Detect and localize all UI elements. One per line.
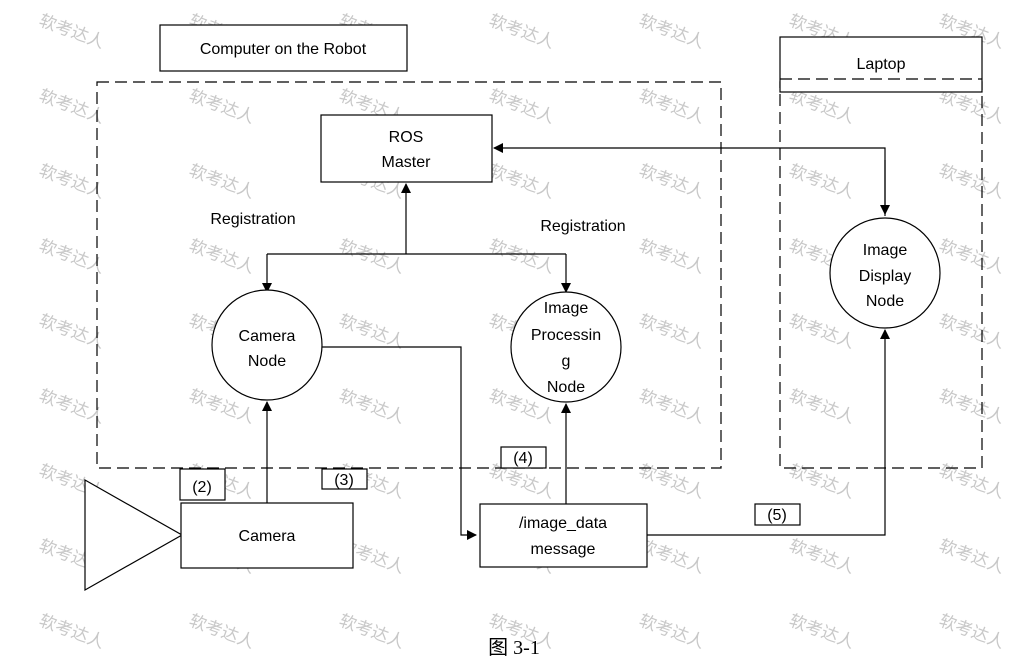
camera-label: Camera: [239, 528, 296, 545]
camera-box: [180, 502, 354, 569]
image-data-message-label-line1: /image_data: [519, 515, 607, 532]
robot-computer-boundary: [96, 81, 722, 469]
watermark-text: 软考达人: [786, 536, 857, 578]
laptop-label-box: [779, 36, 983, 93]
watermark-text: 软考达人: [486, 236, 557, 278]
watermark-text: 软考达人: [486, 86, 557, 128]
watermark-text: 软考达人: [936, 236, 1007, 278]
watermark-text: 软考达人: [636, 311, 707, 353]
marker-2-label: (2): [192, 479, 212, 496]
camera-node-label-line1: Camera: [239, 328, 296, 345]
image-processing-node-label-line2: Processin: [531, 327, 601, 344]
ros-master-label-line1: ROS: [389, 129, 424, 146]
ros-master-label-line2: Master: [382, 154, 432, 171]
watermark-text: 软考达人: [336, 611, 407, 653]
registration-label-right: Registration: [540, 218, 625, 235]
image-processing-node-label-line3: g: [562, 353, 571, 370]
watermark-text: 软考达人: [936, 386, 1007, 428]
watermark-text: 软考达人: [936, 161, 1007, 203]
image-data-message-box: [479, 503, 648, 568]
ros-master-box: [320, 114, 493, 183]
watermark-text: 软考达人: [636, 386, 707, 428]
marker-5-box: [754, 503, 801, 526]
camera-node-label-line2: Node: [248, 353, 286, 370]
camera-node-to-message-arrow: [322, 346, 477, 540]
laptop-label: Laptop: [857, 56, 906, 73]
watermark-text: 软考达人: [936, 536, 1007, 578]
marker-2-box: [179, 468, 226, 501]
watermark-text: 软考达人: [36, 611, 107, 653]
watermark-text: 软考达人: [186, 236, 257, 278]
watermark-text: 软考达人: [186, 86, 257, 128]
watermark-text: 软考达人: [636, 86, 707, 128]
computer-label: Computer on the Robot: [200, 41, 367, 58]
watermark-text: 软考达人: [786, 311, 857, 353]
image-processing-node-label-line4: Node: [547, 379, 585, 396]
registration-label-left: Registration: [210, 211, 295, 228]
image-display-node-label-line1: Image: [863, 242, 908, 259]
watermark-text: 软考达人: [336, 236, 407, 278]
marker-4-label: (4): [513, 450, 533, 467]
watermark-text: 软考达人: [936, 311, 1007, 353]
figure-caption: 图 3-1: [488, 637, 540, 659]
marker-4-box: [500, 446, 547, 469]
watermark-text: 软考达人: [486, 11, 557, 53]
watermark-text: 软考达人: [936, 611, 1007, 653]
watermark-text: 软考达人: [636, 611, 707, 653]
image-processing-node-circle: [510, 291, 622, 403]
watermark-text: 软考达人: [636, 236, 707, 278]
watermark-text: 软考达人: [786, 161, 857, 203]
image-processing-node-label-line1: Image: [544, 300, 589, 317]
image-data-message-label-line2: message: [531, 541, 596, 558]
watermark-text: 软考达人: [786, 611, 857, 653]
marker-3-box: [321, 468, 368, 490]
watermark-text: 软考达人: [186, 611, 257, 653]
image-display-node-circle: [829, 217, 941, 329]
watermark-text: 软考达人: [186, 161, 257, 203]
message-to-display-node-arrow: [647, 329, 890, 536]
watermark-text: 软考达人: [786, 386, 857, 428]
watermark-text: 软考达人: [36, 11, 107, 53]
marker-3-label: (3): [334, 472, 354, 489]
watermark-text: 软考达人: [636, 161, 707, 203]
marker-5-label: (5): [767, 507, 787, 524]
image-display-node-label-line2: Display: [859, 268, 911, 285]
image-display-node-label-line3: Node: [866, 293, 904, 310]
watermark-text: 软考达人: [636, 11, 707, 53]
camera-lens-triangle: [84, 478, 184, 592]
computer-label-box: [159, 24, 408, 72]
watermark-text: 软考达人: [636, 461, 707, 503]
watermark-text: 软考达人: [486, 161, 557, 203]
watermark-text: 软考达人: [936, 461, 1007, 503]
watermark-text: 软考达人: [336, 386, 407, 428]
watermark-text: 软考达人: [786, 461, 857, 503]
camera-node-circle: [211, 289, 323, 401]
